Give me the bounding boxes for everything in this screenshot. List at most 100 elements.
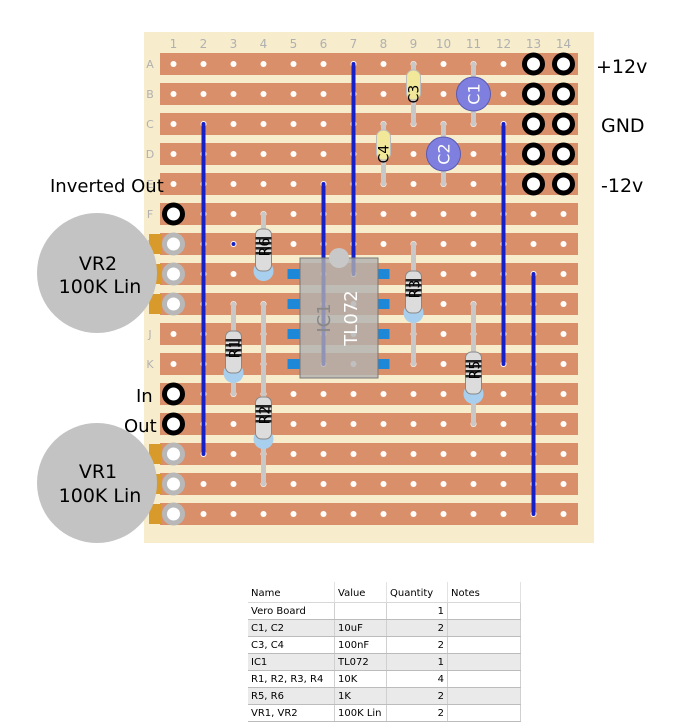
resistor-r2-label: R2 xyxy=(258,406,274,425)
strip-hole xyxy=(230,511,237,517)
strip-hole xyxy=(350,481,357,487)
strip-hole xyxy=(260,91,267,97)
column-label: 11 xyxy=(466,37,481,51)
strip-hole xyxy=(230,181,237,187)
ic-pin xyxy=(377,329,390,339)
bom-cell-notes xyxy=(447,653,521,671)
row-label: D xyxy=(146,148,154,161)
pot-lug xyxy=(162,232,185,256)
ic-pin xyxy=(287,269,300,279)
bom-header-value: Value xyxy=(334,582,387,603)
strip-hole xyxy=(470,181,477,187)
copper-strip xyxy=(160,503,578,525)
copper-strip xyxy=(160,173,578,195)
strip-hole xyxy=(320,391,327,397)
ic-pin xyxy=(377,359,390,369)
power-pad xyxy=(552,172,575,196)
column-label: 3 xyxy=(230,37,238,51)
ic-pin xyxy=(287,299,300,309)
power-pad xyxy=(522,112,545,136)
bom-header-row: Name Value Quantity Notes xyxy=(248,582,521,603)
strip-hole xyxy=(200,91,207,97)
strip-hole xyxy=(350,421,357,427)
strip-hole xyxy=(560,421,567,427)
strip-hole xyxy=(320,151,327,157)
bom-cell-quantity: 2 xyxy=(386,636,448,654)
electrolytic-capacitor-c1 xyxy=(456,76,491,112)
pot-lug xyxy=(162,502,185,526)
strip-hole xyxy=(410,511,417,517)
bom-cell-quantity: 1 xyxy=(386,653,448,671)
row-label: E xyxy=(147,178,154,191)
strip-hole xyxy=(320,481,327,487)
strip-hole xyxy=(170,181,177,187)
pot-vr1-value: 100K Lin xyxy=(59,485,142,507)
row-label: B xyxy=(146,88,154,101)
bom-cell-notes xyxy=(447,687,521,705)
bom-row: C3, C4 100nF 2 xyxy=(248,636,521,654)
strip-hole xyxy=(230,271,237,277)
strip-hole xyxy=(410,391,417,397)
strip-hole xyxy=(290,481,297,487)
in-label: In xyxy=(136,386,153,407)
strip-hole xyxy=(320,61,327,67)
pot-vr2: VR2 100K Lin xyxy=(37,213,157,333)
copper-strip xyxy=(160,443,578,465)
resistor-band xyxy=(465,375,482,378)
strip-hole xyxy=(290,511,297,517)
strip-hole xyxy=(500,61,507,67)
strip-hole xyxy=(500,391,507,397)
strip-hole xyxy=(560,241,567,247)
strip-hole xyxy=(380,451,387,457)
strip-hole xyxy=(560,301,567,307)
resistor-band xyxy=(465,370,482,373)
resistor-band xyxy=(405,289,422,292)
strip-hole xyxy=(440,481,447,487)
strip-hole xyxy=(170,91,177,97)
bom-cell-quantity: 2 xyxy=(386,704,448,722)
signal-pad xyxy=(162,382,185,406)
resistor-band xyxy=(405,279,422,282)
strip-hole xyxy=(470,211,477,217)
strip-hole xyxy=(290,151,297,157)
pot-lug xyxy=(162,262,185,286)
strip-hole xyxy=(290,241,297,247)
bom-row: R5, R6 1K 2 xyxy=(248,687,521,705)
strip-hole xyxy=(500,421,507,427)
copper-strip xyxy=(160,143,578,165)
ceramic-capacitor-c3 xyxy=(406,69,421,101)
strip-hole xyxy=(380,241,387,247)
resistor-band xyxy=(255,237,272,240)
copper-strip xyxy=(160,203,578,225)
bom-row: C1, C2 10uF 2 xyxy=(248,619,521,637)
bill-of-materials: Name Value Quantity Notes Vero Board 1 C… xyxy=(248,582,521,722)
pot-vr2-value: 100K Lin xyxy=(59,276,142,298)
strip-hole xyxy=(230,211,237,217)
bom-cell-quantity: 1 xyxy=(386,602,448,620)
strip-hole xyxy=(200,481,207,487)
strip-hole xyxy=(560,271,567,277)
resistor-band xyxy=(255,410,272,413)
power-pad xyxy=(522,82,545,106)
ic1-body xyxy=(299,257,379,379)
bom-row: R1, R2, R3, R4 10K 4 xyxy=(248,670,521,688)
bom-cell-notes xyxy=(447,619,521,637)
strip-hole xyxy=(470,451,477,457)
strip-hole xyxy=(410,181,417,187)
minus-12v-label: -12v xyxy=(601,175,643,197)
strip-hole xyxy=(440,271,447,277)
bom-cell-name: R1, R2, R3, R4 xyxy=(248,670,335,688)
strip-hole xyxy=(170,361,177,367)
strip-hole xyxy=(200,61,207,67)
strip-hole xyxy=(170,151,177,157)
bom-cell-value: 10uF xyxy=(334,619,387,637)
strip-hole xyxy=(500,481,507,487)
column-label: 4 xyxy=(260,37,268,51)
ic1-ref-label: IC1 xyxy=(314,303,335,332)
strip-hole xyxy=(560,511,567,517)
resistor-band xyxy=(225,344,242,347)
capacitor-c2-label: C2 xyxy=(435,143,454,164)
strip-hole xyxy=(410,451,417,457)
pot-lug-tab xyxy=(149,294,161,314)
strip-hole xyxy=(320,91,327,97)
